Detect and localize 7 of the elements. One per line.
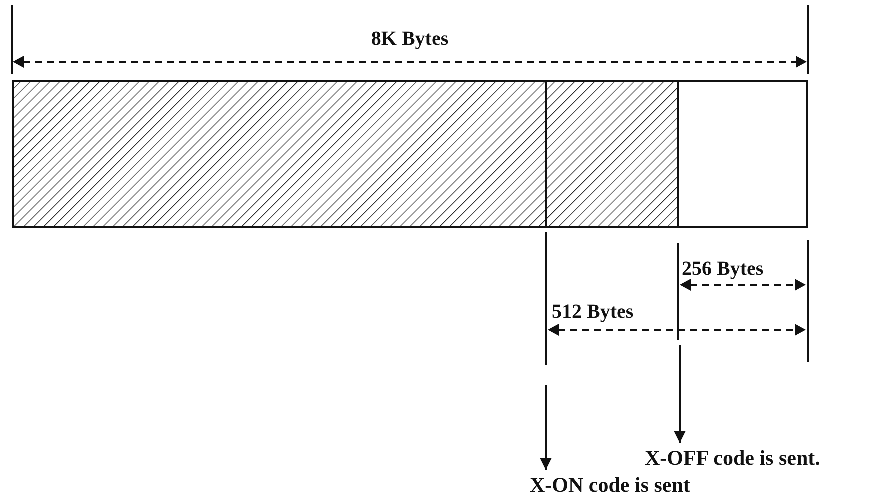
arrow [674,345,686,443]
caption-text: X-OFF code is sent. [645,447,820,470]
arrow [540,385,552,470]
dimension-label: 256 Bytes [682,258,765,280]
dimension-label: 8K Bytes [370,28,450,50]
dimension-label: 512 Bytes [552,301,635,323]
caption-text: X-ON code is sent [530,474,690,498]
